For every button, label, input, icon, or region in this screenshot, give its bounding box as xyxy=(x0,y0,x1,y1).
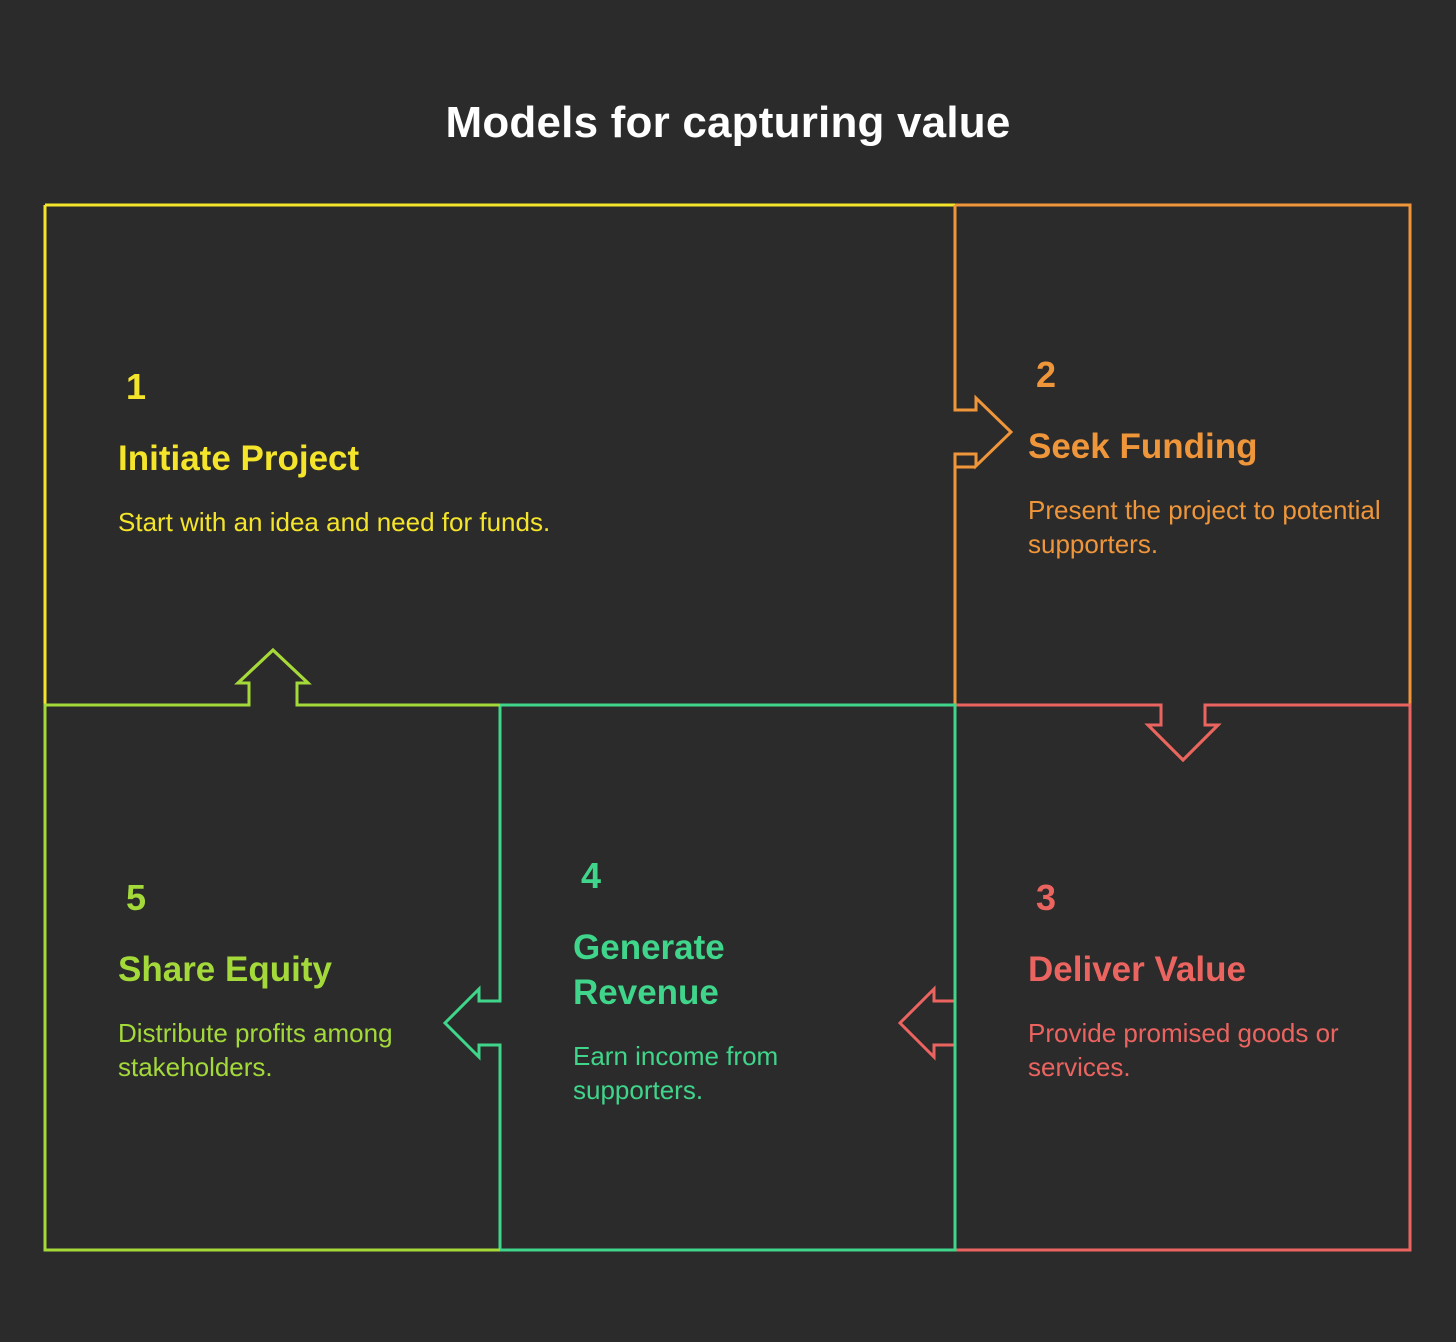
step-description: Earn income from supporters. xyxy=(573,1041,779,1105)
step-description: Distribute profits among stakeholders. xyxy=(118,1018,393,1082)
step-description: Start with an idea and need for funds. xyxy=(118,507,551,537)
step-heading: Initiate Project xyxy=(118,439,360,478)
box-share-equity xyxy=(43,647,500,1252)
box-generate-revenue xyxy=(442,703,957,1252)
step-number: 4 xyxy=(581,855,602,896)
step-number: 2 xyxy=(1036,354,1057,395)
step-number: 3 xyxy=(1036,877,1057,918)
box-deliver-value xyxy=(897,703,1412,1252)
step-number: 1 xyxy=(126,366,147,407)
diagram-title: Models for capturing value xyxy=(445,98,1011,147)
step-heading: Share Equity xyxy=(118,950,332,989)
step-initiate-project: 1 Initiate Project Start with an idea an… xyxy=(118,366,878,539)
step-description: Provide promised goods or services. xyxy=(1028,1018,1339,1082)
step-heading: Generate Revenue xyxy=(573,928,725,1012)
arrow-to-seek-funding xyxy=(953,205,1014,705)
step-seek-funding: 2 Seek Funding Present the project to po… xyxy=(1028,354,1388,561)
step-description: Present the project to potential support… xyxy=(1028,495,1381,559)
step-deliver-value: 3 Deliver Value Provide promised goods o… xyxy=(1028,877,1398,1084)
step-heading: Deliver Value xyxy=(1028,950,1246,989)
step-heading: Seek Funding xyxy=(1028,427,1258,466)
step-share-equity: 5 Share Equity Distribute profits among … xyxy=(118,877,448,1084)
step-generate-revenue: 4 Generate Revenue Earn income from supp… xyxy=(573,855,913,1107)
step-number: 5 xyxy=(126,877,147,918)
